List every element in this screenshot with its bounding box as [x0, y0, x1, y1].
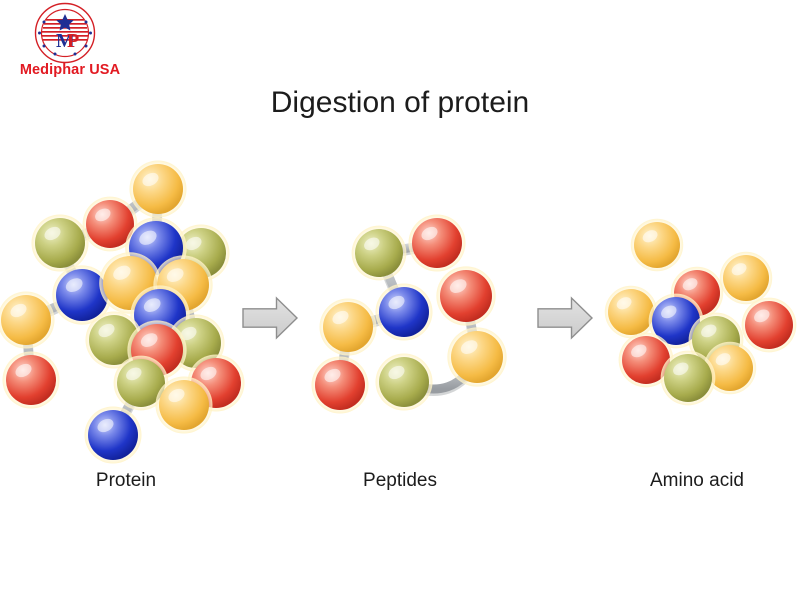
- protein-bond: [152, 310, 165, 357]
- peptide-bond: [399, 352, 482, 396]
- protein-bond: [77, 278, 135, 302]
- amino-acid-atom-yellow: [719, 251, 773, 305]
- protein-bond: [55, 219, 115, 250]
- peptide-bond: [335, 322, 353, 392]
- protein-atom-red: [187, 354, 245, 412]
- arrow-2: [537, 296, 594, 340]
- protein-bond: [105, 184, 163, 231]
- protein-atom-olive: [85, 311, 143, 369]
- protein-atom-olive: [167, 314, 225, 372]
- arrow-1: [242, 296, 299, 340]
- protein-atom-olive: [31, 214, 89, 272]
- protein-bond: [55, 238, 87, 302]
- amino-acid-atom-red: [618, 332, 674, 388]
- mediphar-emblem-icon: M P: [34, 2, 96, 64]
- protein-atom-yellow: [153, 255, 213, 315]
- peptide-bond: [374, 248, 409, 319]
- svg-text:M: M: [56, 30, 75, 52]
- protein-bond: [178, 280, 201, 350]
- amino-acid-atom-yellow: [630, 218, 684, 272]
- amino-acid-atom-olive: [660, 350, 716, 406]
- bond-layer: [21, 184, 482, 442]
- svg-text:P: P: [67, 30, 79, 52]
- protein-atom-red: [2, 351, 60, 409]
- amino-acid-atom-yellow: [703, 341, 757, 395]
- protein-atom-yellow: [99, 252, 161, 314]
- protein-atom-red: [82, 196, 138, 252]
- protein-atom-blue: [125, 217, 187, 279]
- page-title: Digestion of protein: [270, 86, 530, 119]
- protein-bond: [178, 248, 206, 292]
- group-label-protein: Protein: [95, 470, 157, 491]
- peptide-atom-red: [408, 214, 466, 272]
- peptide-bond: [343, 307, 409, 334]
- peptide-atom-olive: [375, 353, 433, 411]
- protein-bond: [191, 338, 221, 390]
- peptide-atom-red: [436, 266, 496, 326]
- peptide-atom-olive: [351, 225, 407, 281]
- peptide-bond: [374, 238, 442, 260]
- group-label-amino-acid: Amino acid: [650, 470, 744, 491]
- protein-atom-red: [127, 320, 187, 380]
- protein-bond: [109, 335, 146, 390]
- protein-atom-blue: [52, 265, 112, 325]
- peptide-atom-yellow: [319, 298, 377, 356]
- protein-atom-yellow: [155, 376, 213, 434]
- peptide-atom-red: [311, 356, 369, 414]
- peptide-atom-blue: [375, 283, 433, 341]
- protein-bond: [152, 338, 201, 357]
- protein-atom-yellow: [0, 291, 55, 349]
- protein-atom-blue: [84, 406, 142, 464]
- brand-logo: M P Mediphar USA: [8, 2, 132, 84]
- protein-bond: [151, 243, 206, 260]
- protein-atom-blue: [130, 285, 190, 345]
- protein-bond: [179, 378, 221, 412]
- protein-bond: [21, 290, 87, 327]
- protein-bond: [125, 243, 161, 290]
- protein-bond: [151, 184, 163, 255]
- protein-atom-olive: [172, 224, 230, 282]
- peptide-bond: [461, 291, 482, 364]
- amino-acid-atom-red: [670, 266, 724, 320]
- amino-acid-atom-olive: [688, 312, 744, 368]
- protein-bond: [125, 278, 165, 322]
- protein-bond: [109, 310, 165, 347]
- protein-bond: [108, 378, 146, 442]
- arrow-layer: [242, 296, 594, 340]
- amino-acid-atom-blue: [648, 293, 704, 349]
- protein-bond: [21, 315, 36, 387]
- amino-acid-atom-yellow: [604, 285, 658, 339]
- peptide-atom-yellow: [447, 327, 507, 387]
- protein-atom-yellow: [129, 160, 187, 218]
- atom-layer: [0, 160, 797, 464]
- brand-name: Mediphar USA: [19, 62, 121, 78]
- protein-bond: [136, 378, 189, 412]
- group-label-peptides: Peptides: [363, 470, 437, 491]
- protein-atom-olive: [113, 355, 169, 411]
- amino-acid-atom-red: [741, 297, 797, 353]
